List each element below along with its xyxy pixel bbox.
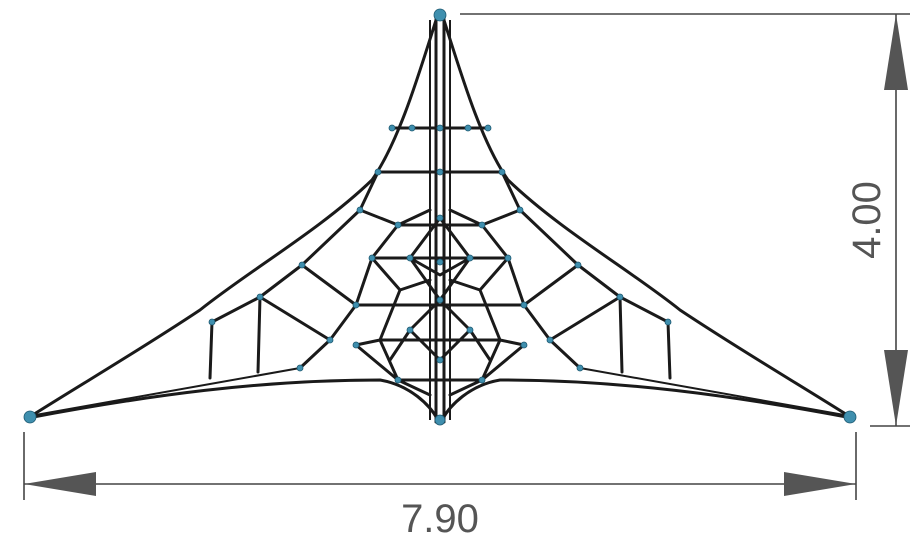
node	[436, 168, 444, 176]
node	[436, 124, 444, 132]
node	[498, 168, 506, 176]
right-wing-cells	[448, 170, 672, 397]
outer-edge-left	[26, 12, 440, 420]
bottom-edge-left	[26, 378, 440, 422]
base-line-left	[29, 367, 301, 417]
node-apex	[433, 8, 447, 22]
node	[394, 221, 402, 229]
rope-nodes	[23, 8, 857, 426]
node	[436, 356, 444, 364]
node	[352, 341, 360, 349]
node	[478, 376, 486, 384]
node-foot-left	[23, 410, 37, 424]
node	[520, 301, 528, 309]
node	[520, 341, 528, 349]
node-foot-center	[434, 414, 446, 426]
node	[664, 318, 672, 326]
width-arrow-left	[24, 472, 96, 496]
node	[436, 214, 444, 222]
node	[436, 296, 444, 304]
node	[406, 254, 414, 262]
node	[576, 364, 584, 372]
node	[326, 336, 334, 344]
node	[256, 293, 264, 301]
bottom-edge-right	[440, 378, 854, 422]
node	[368, 254, 376, 262]
width-dimension: 7.90	[23, 432, 857, 535]
outer-edge-right	[440, 12, 854, 420]
height-arrow-bottom	[884, 350, 908, 426]
left-wing-cells	[208, 170, 432, 397]
node	[208, 318, 216, 326]
height-dimension: 4.00	[460, 13, 910, 427]
node	[408, 124, 416, 132]
height-arrow-top	[884, 14, 908, 90]
height-label: 4.00	[845, 181, 889, 259]
node	[298, 261, 306, 269]
width-arrow-right	[784, 472, 856, 496]
node	[374, 168, 382, 176]
width-label: 7.90	[401, 497, 479, 535]
node-foot-right	[843, 410, 857, 424]
node	[464, 124, 472, 132]
node	[388, 124, 396, 132]
node	[352, 301, 360, 309]
node	[406, 326, 414, 334]
node	[574, 261, 582, 269]
node	[466, 326, 474, 334]
node	[436, 258, 444, 266]
node	[478, 221, 486, 229]
node	[466, 254, 474, 262]
node	[484, 124, 492, 132]
base-line-right	[579, 367, 851, 417]
node	[504, 254, 512, 262]
node	[356, 206, 364, 214]
node	[296, 364, 304, 372]
node	[516, 206, 524, 214]
node	[394, 376, 402, 384]
node	[616, 293, 624, 301]
node	[546, 336, 554, 344]
